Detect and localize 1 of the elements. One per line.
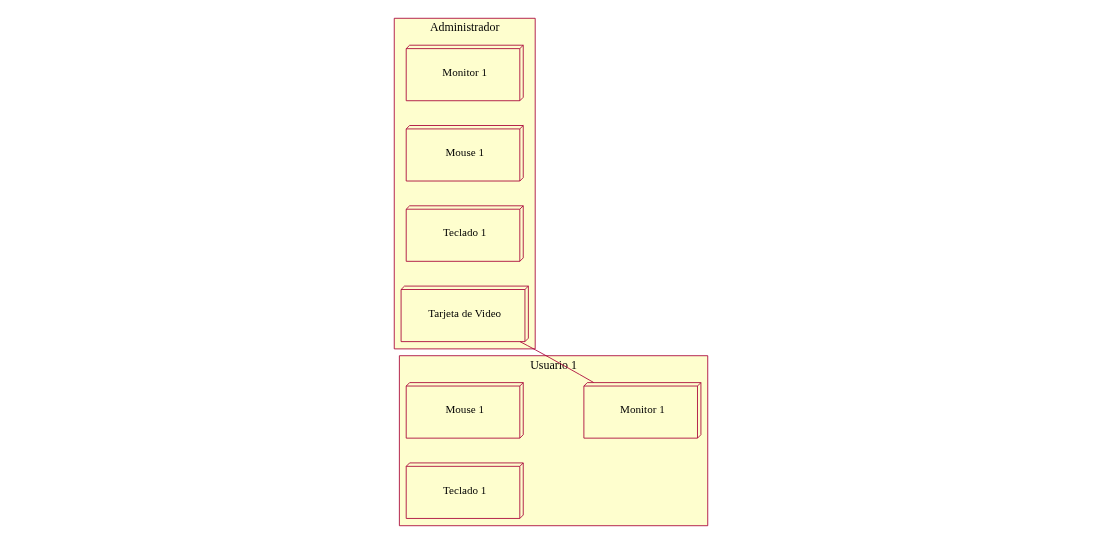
connector: [519, 341, 594, 383]
